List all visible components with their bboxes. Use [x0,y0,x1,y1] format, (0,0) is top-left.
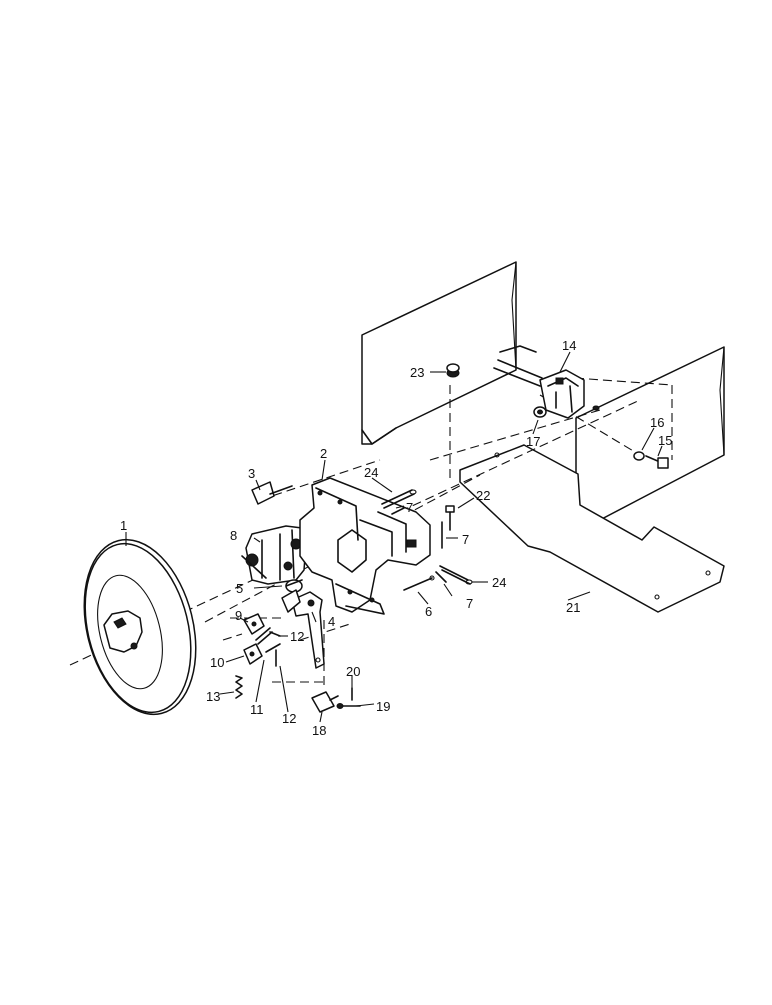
callout-17: 17 [526,434,540,449]
caliper-8 [241,525,307,585]
crossmember-plate [459,444,725,613]
nut-23 [446,363,460,378]
callout-7b: 7 [462,532,469,547]
callout-11: 11 [250,702,264,717]
callout-20: 20 [346,664,360,679]
clevis-10 [243,643,263,665]
pins-12 [269,631,281,667]
leader-lines [125,351,663,723]
callout-15: 15 [658,433,672,448]
callout-22: 22 [476,488,490,503]
frame-rail-left [361,261,517,445]
clevis-9 [243,613,265,635]
callout-7c: 7 [466,596,473,611]
callout-9: 9 [235,608,242,623]
callout-labels: 1 2 3 4 5 6 7 7 7 8 9 10 11 12 12 13 14 … [120,338,672,738]
link-5 [285,579,303,593]
bolt-22 [445,505,455,531]
cotter-pins-7 [391,507,447,583]
callout-19: 19 [376,699,390,714]
callout-21: 21 [566,600,580,615]
callout-7a: 7 [406,500,413,515]
callout-3: 3 [248,466,255,481]
rod-6 [403,575,435,591]
washer-17 [533,406,547,418]
callout-13: 13 [206,689,220,704]
callout-10: 10 [210,655,224,670]
spring-13 [235,675,243,699]
callout-12a: 12 [290,629,304,644]
callout-14: 14 [562,338,576,353]
bolt-15 [645,455,669,469]
callout-2: 2 [320,446,327,461]
mount-bracket-14 [493,345,600,419]
callout-8: 8 [230,528,237,543]
rod-11 [255,627,281,653]
pin-24-upper [381,489,417,509]
bracket-2 [299,477,431,615]
callout-18: 18 [312,723,326,738]
lever-4 [281,589,325,669]
callout-24a: 24 [364,465,378,480]
callout-1: 1 [120,518,127,533]
callout-5: 5 [236,581,243,596]
shaft-18 [311,691,339,713]
callout-6: 6 [425,604,432,619]
washer-16 [633,451,645,461]
callout-12b: 12 [282,711,296,726]
callout-23: 23 [410,365,424,380]
callout-24b: 24 [492,575,506,590]
disc-1 [83,538,197,716]
callout-16: 16 [650,415,664,430]
bolt-3 [251,481,293,505]
callout-4: 4 [328,614,335,629]
